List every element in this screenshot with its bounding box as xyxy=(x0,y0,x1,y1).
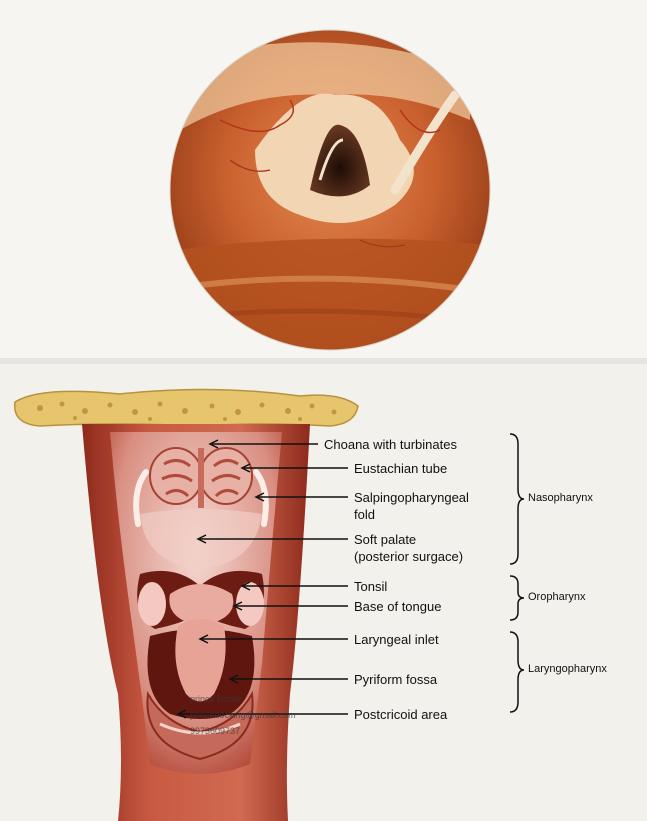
label-choana: Choana with turbinates xyxy=(324,437,457,452)
label-pyriform-fossa: Pyriform fossa xyxy=(354,672,437,687)
watermark-name: prince kumar xyxy=(190,694,242,705)
label-salpingopharyngeal-fold: fold xyxy=(354,507,375,522)
pharynx-diagram-panel: Choana with turbinates Eustachian tube S… xyxy=(0,364,647,821)
label-eustachian-tube: Eustachian tube xyxy=(354,461,447,476)
label-base-of-tongue: Base of tongue xyxy=(354,599,441,614)
endoscopic-view-panel xyxy=(0,0,647,358)
region-nasopharynx: Nasopharynx xyxy=(528,492,593,504)
label-laryngeal-inlet: Laryngeal inlet xyxy=(354,632,439,647)
label-soft-palate: Soft palate xyxy=(354,532,416,547)
skull-base xyxy=(15,389,358,426)
label-soft-palate-posterior: (posterior surgace) xyxy=(354,549,463,564)
watermark-email: princedocking@gmail.com xyxy=(190,710,296,721)
label-salpingopharyngeal: Salpingopharyngeal xyxy=(354,490,469,505)
region-laryngopharynx: Laryngopharynx xyxy=(528,663,607,675)
choanae xyxy=(150,448,252,508)
region-braces xyxy=(510,434,524,712)
label-postcricoid-area: Postcricoid area xyxy=(354,707,447,722)
watermark-phone: 9973609737 xyxy=(190,726,240,737)
region-oropharynx: Oropharynx xyxy=(528,591,585,603)
label-tonsil: Tonsil xyxy=(354,579,387,594)
endoscopic-image xyxy=(0,0,647,358)
